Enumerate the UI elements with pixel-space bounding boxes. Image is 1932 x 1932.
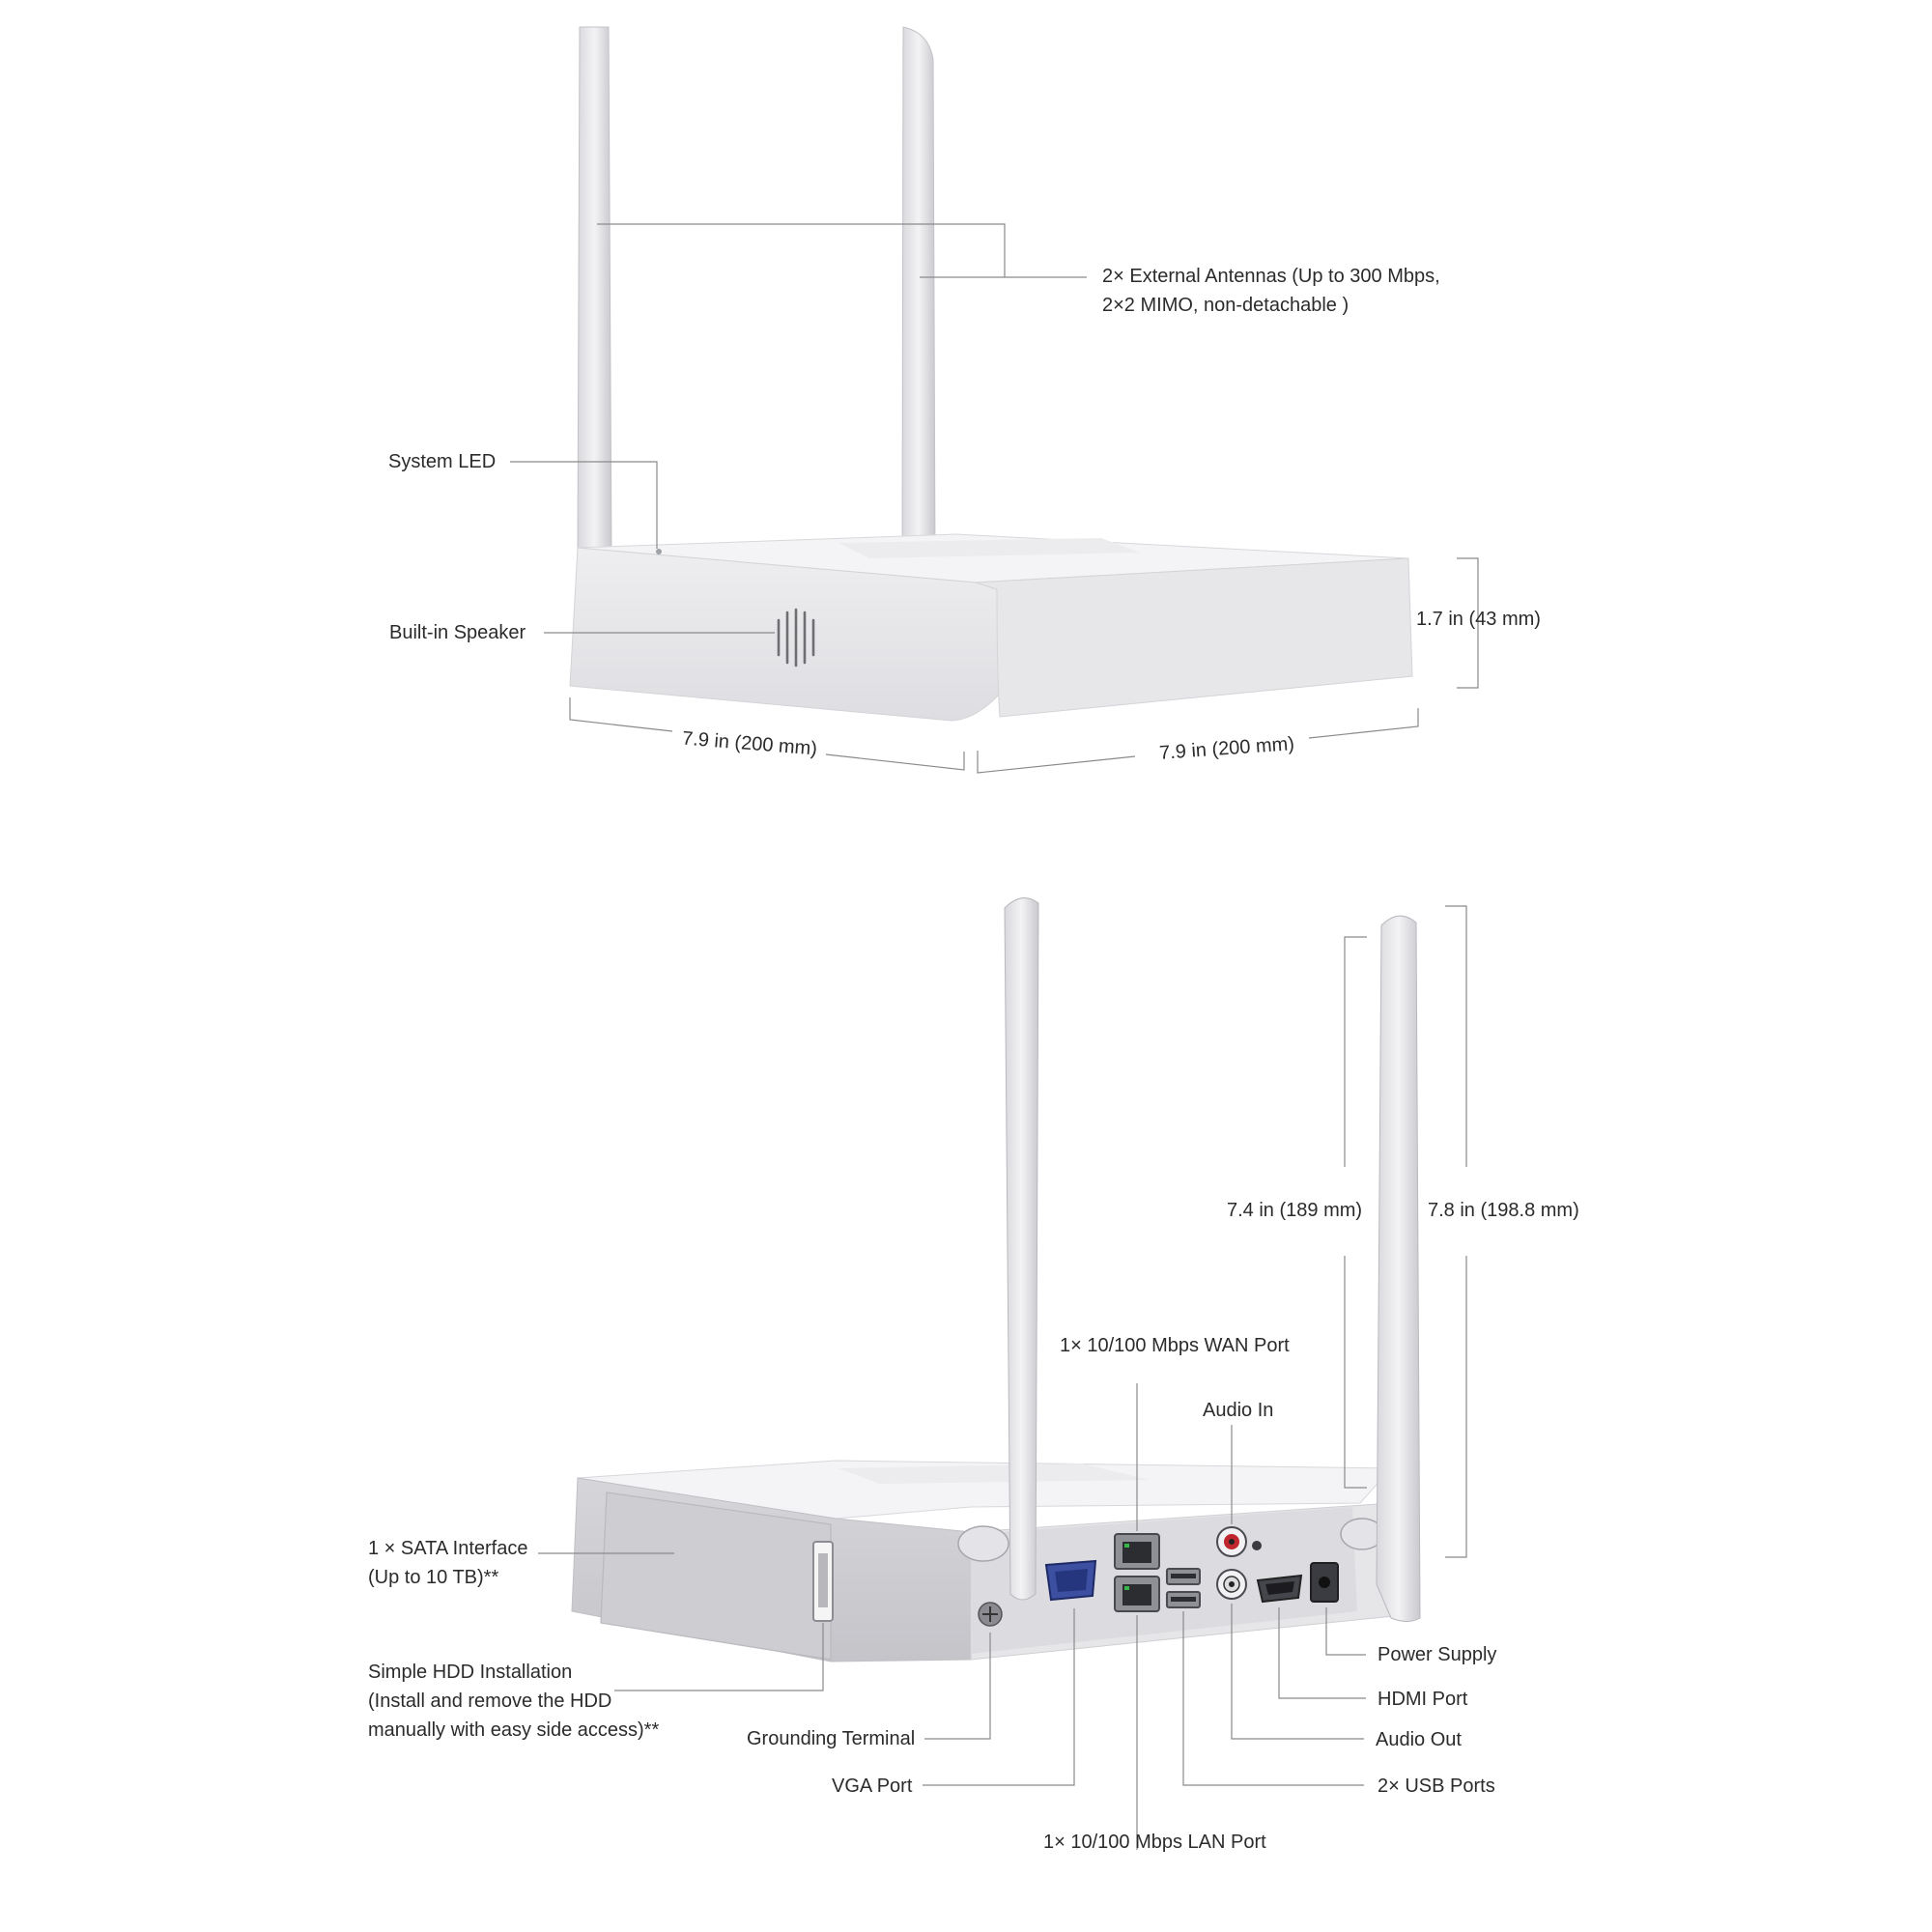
- system-led-leader: [510, 461, 658, 549]
- rear-view-device: [571, 897, 1421, 1662]
- antennas-label: 2× External Antennas (Up to 300 Mbps, 2×…: [1102, 266, 1440, 316]
- grounding-terminal: [978, 1602, 1003, 1627]
- front-top-panel: [838, 538, 1140, 558]
- vga-leader: [923, 1608, 1075, 1786]
- system-led-dot: [656, 549, 662, 554]
- front-antenna-left: [577, 26, 612, 556]
- total-height-bracket-bottom: [1445, 1256, 1467, 1558]
- vga-port: [1044, 1559, 1097, 1602]
- power-leader: [1325, 1607, 1366, 1656]
- usb-leader: [1182, 1611, 1364, 1786]
- depth-dim-line: [569, 697, 673, 732]
- power-label: Power Supply: [1378, 1644, 1497, 1665]
- power-jack: [1310, 1562, 1339, 1603]
- audio-out-leader: [1231, 1604, 1364, 1740]
- front-height-bracket: [1457, 557, 1479, 689]
- body-height-dim: 7.4 in (189 mm): [1227, 1200, 1363, 1221]
- vga-label: VGA Port: [832, 1776, 913, 1797]
- usb-ports: [1166, 1568, 1201, 1608]
- hdmi-label: HDMI Port: [1378, 1689, 1468, 1710]
- hdd-cover: [600, 1492, 832, 1661]
- lan-port: [1114, 1576, 1160, 1612]
- depth-dim-line-2: [825, 752, 965, 771]
- sata-label: 1 × SATA Interface (Up to 10 TB)**: [368, 1538, 528, 1588]
- front-callout-lines: [510, 223, 1479, 774]
- wan-port: [1114, 1533, 1160, 1570]
- grounding-leader: [924, 1633, 991, 1740]
- audio-out-jack: [1216, 1569, 1247, 1600]
- system-led-label: System LED: [388, 451, 497, 472]
- hdmi-leader: [1278, 1607, 1366, 1699]
- total-height-bracket-top: [1445, 905, 1467, 1167]
- front-antenna-right: [901, 26, 936, 566]
- hdmi-port: [1256, 1574, 1303, 1604]
- antennas-leader: [597, 223, 1087, 278]
- speaker-grille: [777, 608, 815, 668]
- grounding-label: Grounding Terminal: [747, 1728, 916, 1749]
- audio-in-label: Audio In: [1203, 1400, 1274, 1421]
- front-side-face: [975, 557, 1413, 718]
- rear-top-panel: [838, 1463, 1150, 1484]
- rear-antenna-left: [957, 897, 1039, 1601]
- total-height-dim: 7.8 in (198.8 mm): [1428, 1200, 1579, 1221]
- front-view-device: [569, 26, 1413, 722]
- speaker-label: Built-in Speaker: [389, 622, 526, 643]
- hdd-leader: [614, 1623, 824, 1691]
- audio-out-label: Audio Out: [1376, 1729, 1462, 1750]
- audio-in-jack: [1216, 1526, 1247, 1557]
- lan-label: 1× 10/100 Mbps LAN Port: [1043, 1832, 1266, 1853]
- wan-label: 1× 10/100 Mbps WAN Port: [1060, 1335, 1290, 1356]
- hdd-label: Simple HDD Installation (Install and rem…: [368, 1662, 660, 1741]
- width-dim-line-2: [1308, 708, 1419, 739]
- body-height-bracket-bottom: [1344, 1256, 1367, 1489]
- body-height-bracket-top: [1344, 936, 1367, 1167]
- rear-callout-lines: [538, 905, 1467, 1850]
- usb-label: 2× USB Ports: [1378, 1776, 1495, 1797]
- rear-antenna-right: [1340, 915, 1421, 1622]
- front-height-dim: 1.7 in (43 mm): [1416, 609, 1541, 630]
- width-dim-line: [977, 751, 1136, 774]
